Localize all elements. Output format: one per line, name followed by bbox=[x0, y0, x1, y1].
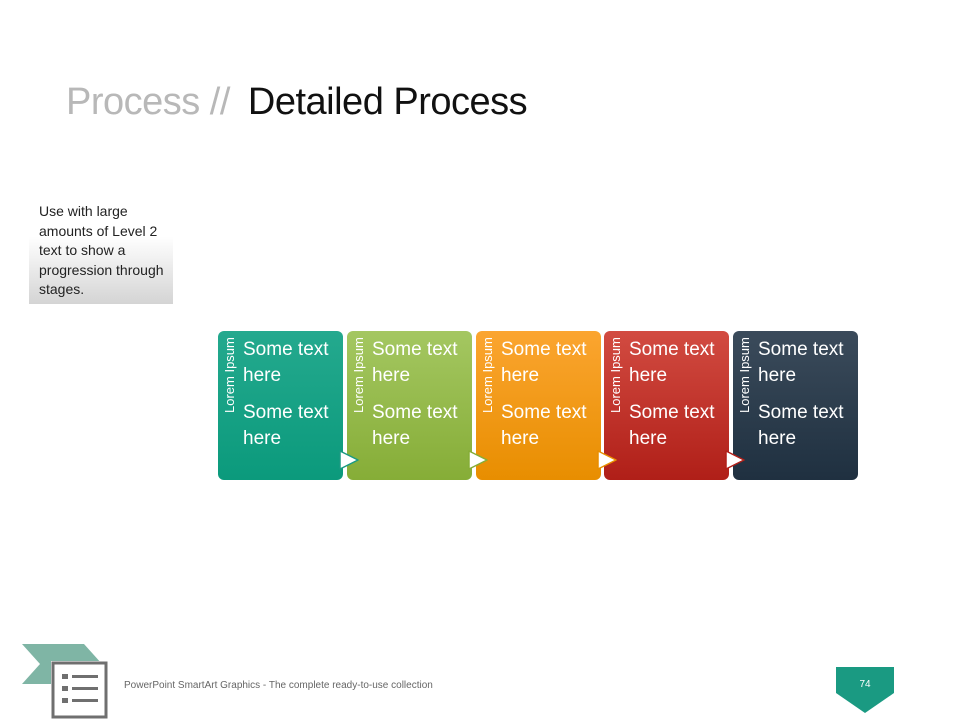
arrow-right-icon bbox=[339, 450, 359, 470]
page-number-badge bbox=[836, 667, 894, 713]
title-prefix: Process bbox=[66, 81, 200, 123]
title-main: Detailed Process bbox=[247, 81, 528, 123]
step-side-label: Lorem Ipsum bbox=[608, 337, 623, 413]
arrow-right-icon bbox=[725, 450, 745, 470]
process-diagram: Lorem Ipsum Some text here Some text her… bbox=[0, 331, 960, 480]
step-text-secondary: Some text here bbox=[243, 402, 329, 449]
process-step-5: Lorem Ipsum Some text here Some text her… bbox=[733, 331, 858, 480]
step-text-secondary: Some text here bbox=[372, 402, 458, 449]
step-text-primary: Some text here bbox=[243, 339, 329, 386]
step-text-secondary: Some text here bbox=[501, 402, 587, 449]
title-separator: // bbox=[209, 81, 231, 123]
step-text-primary: Some text here bbox=[372, 339, 458, 386]
step-side-label: Lorem Ipsum bbox=[351, 337, 366, 413]
step-text-secondary: Some text here bbox=[758, 402, 844, 449]
process-step-3: Lorem Ipsum Some text here Some text her… bbox=[476, 331, 601, 480]
process-step-2: Lorem Ipsum Some text here Some text her… bbox=[347, 331, 472, 480]
step-side-label: Lorem Ipsum bbox=[737, 337, 752, 413]
chevron-list-icon bbox=[22, 644, 108, 720]
process-step-1: Lorem Ipsum Some text here Some text her… bbox=[218, 331, 343, 480]
step-side-label: Lorem Ipsum bbox=[222, 337, 237, 413]
step-text-secondary: Some text here bbox=[629, 402, 715, 449]
step-text-primary: Some text here bbox=[501, 339, 587, 386]
step-text-primary: Some text here bbox=[629, 339, 715, 386]
step-side-label: Lorem Ipsum bbox=[480, 337, 495, 413]
footer-caption: PowerPoint SmartArt Graphics - The compl… bbox=[124, 680, 433, 691]
step-text-primary: Some text here bbox=[758, 339, 844, 386]
page-title: Process// Detailed Process bbox=[66, 78, 528, 126]
page-number: 74 bbox=[859, 679, 871, 690]
description-note: Use with large amounts of Level 2 text t… bbox=[29, 200, 173, 304]
arrow-right-icon bbox=[597, 450, 617, 470]
arrow-right-icon bbox=[468, 450, 488, 470]
process-step-4: Lorem Ipsum Some text here Some text her… bbox=[604, 331, 729, 480]
